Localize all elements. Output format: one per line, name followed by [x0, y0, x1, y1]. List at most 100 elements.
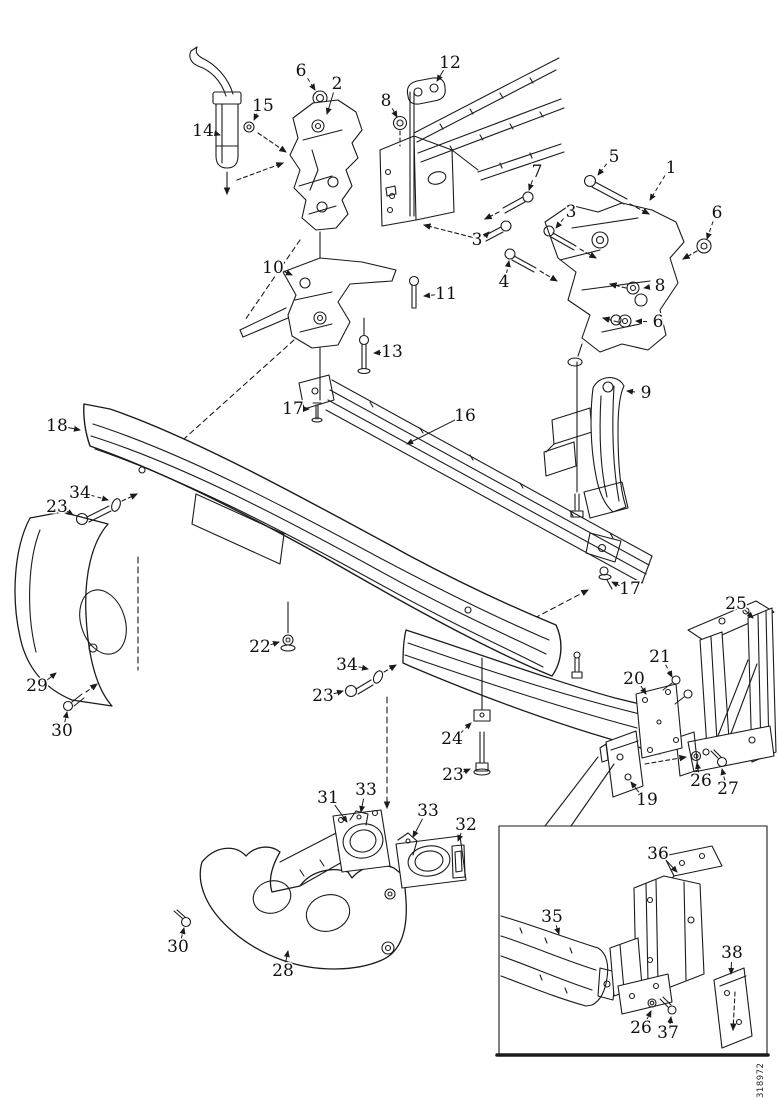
support-25	[675, 600, 777, 777]
callout-leader	[554, 925, 561, 935]
callout-leader	[391, 108, 398, 118]
callout-number: 36	[647, 844, 669, 864]
callout-number: 35	[541, 907, 563, 927]
callout-leader	[457, 832, 463, 842]
callout-number: 8	[381, 91, 392, 111]
callout-number: 11	[435, 284, 457, 304]
callout-leader	[528, 180, 534, 191]
callout-number: 17	[282, 399, 304, 419]
callout-6: 6	[294, 60, 316, 91]
bolt-27	[710, 749, 728, 768]
nut-22	[280, 601, 296, 652]
callout-8: 8	[379, 90, 398, 118]
bracket-10	[239, 257, 397, 349]
callout-number: 29	[26, 676, 48, 696]
callout-2: 2	[325, 73, 344, 115]
callout-number: 34	[336, 655, 358, 675]
fog-lamp-31	[332, 809, 391, 873]
callout-leader	[357, 664, 369, 671]
callout-19: 19	[630, 781, 659, 812]
callout-leader	[630, 781, 641, 794]
callout-leader	[423, 292, 436, 299]
callout-34: 34	[335, 654, 369, 677]
callout-leader	[406, 419, 456, 445]
callout-number: 34	[69, 483, 91, 503]
callout-number: 23	[46, 497, 68, 517]
callout-13: 13	[373, 341, 404, 364]
callout-21: 21	[648, 646, 673, 678]
callout-33: 33	[412, 800, 440, 838]
callout-number: 20	[623, 669, 645, 689]
callout-10: 10	[261, 257, 293, 280]
callout-number: 38	[721, 943, 743, 963]
callout-leader	[695, 762, 701, 773]
callout-23: 23	[441, 764, 471, 787]
callout-number: 6	[712, 203, 723, 223]
callout-leader	[373, 349, 382, 356]
callout-number: 27	[717, 779, 739, 799]
callout-number: 9	[641, 383, 652, 403]
callout-30: 30	[166, 927, 190, 959]
callout-number: 17	[619, 579, 641, 599]
callout-6: 6	[635, 311, 665, 334]
callout-leader	[482, 231, 490, 239]
plate-20	[635, 683, 683, 759]
callout-leader	[665, 859, 678, 873]
callout-7: 7	[528, 161, 544, 191]
callout-number: 23	[312, 686, 334, 706]
mount-studs	[409, 91, 415, 217]
callout-leader	[436, 70, 444, 82]
callout-number: 37	[657, 1023, 679, 1043]
callout-leader	[45, 672, 57, 682]
callout-32: 32	[454, 814, 478, 842]
inset-impact-bar-35	[500, 915, 617, 1007]
callout-17: 17	[611, 578, 642, 601]
callout-number: 30	[167, 937, 189, 957]
callout-leader	[611, 581, 620, 588]
callout-36: 36	[646, 843, 678, 873]
callout-15: 15	[251, 95, 275, 121]
bolt-3-left	[422, 220, 512, 242]
callout-18: 18	[45, 415, 81, 438]
callout-leader	[649, 175, 666, 201]
bolts-21	[662, 675, 693, 705]
bolt-5	[583, 174, 650, 215]
mount-plate	[406, 77, 446, 105]
clip-15	[236, 121, 287, 181]
bolt-13	[357, 317, 371, 375]
callout-number: 10	[262, 258, 284, 278]
callout-26: 26	[689, 762, 713, 793]
frame-rails	[413, 57, 565, 181]
callout-number: 4	[499, 272, 510, 292]
callout-34: 34	[68, 482, 109, 505]
callout-leader	[66, 509, 74, 516]
callout-leader	[665, 664, 673, 678]
callout-29: 29	[25, 672, 57, 698]
screw-30-bottom	[173, 909, 192, 928]
callout-leader	[333, 689, 344, 696]
bolt-3-right	[543, 225, 597, 259]
callout-3: 3	[555, 201, 578, 229]
crossmember-16	[298, 374, 653, 584]
callout-17: 17	[281, 398, 310, 421]
callout-leader	[626, 388, 636, 395]
callout-leader	[412, 818, 423, 838]
callout-leader	[645, 1010, 652, 1021]
washer-reservoir	[189, 46, 242, 196]
inset-plate-38	[713, 967, 753, 1049]
callout-number: 3	[566, 202, 577, 222]
callout-leader	[213, 130, 221, 137]
callout-31: 31	[316, 787, 348, 823]
callout-leader	[307, 77, 316, 91]
callout-37: 37	[656, 1016, 680, 1045]
nut-6-top-right	[682, 238, 712, 260]
inset-box	[495, 756, 770, 1057]
spacer-24-bolt-23	[473, 657, 491, 776]
callout-leader	[463, 768, 471, 775]
callout-number: 5	[609, 147, 620, 167]
callout-23: 23	[311, 685, 344, 708]
bracket-1	[544, 202, 685, 367]
callout-leader	[253, 113, 260, 121]
callout-33: 33	[354, 779, 378, 813]
